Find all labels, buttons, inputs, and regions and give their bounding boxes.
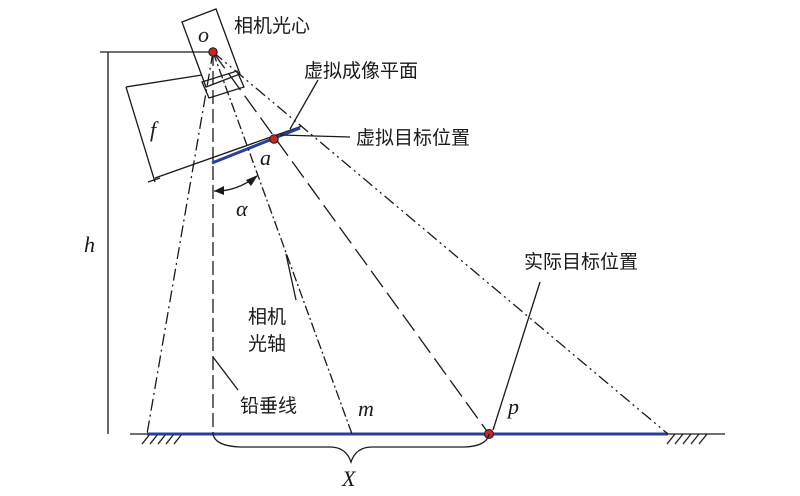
x-symbol: X xyxy=(341,466,357,491)
virtual-image-plane xyxy=(211,126,301,165)
camera-center-label: 相机光心 xyxy=(234,15,310,37)
height-symbol: h xyxy=(84,232,95,257)
o-symbol: o xyxy=(198,22,209,47)
optical-center-point xyxy=(208,47,218,57)
focal-dimension-line xyxy=(125,86,156,183)
a-symbol: a xyxy=(260,145,271,170)
leader-image-plane xyxy=(289,79,319,130)
plumb-line-label: 铅垂线 xyxy=(240,395,297,417)
alpha-arrow-right xyxy=(246,175,258,186)
x-brace xyxy=(212,433,490,465)
alpha-arrow-left xyxy=(214,186,224,195)
actual-target-label: 实际目标位置 xyxy=(524,251,638,273)
m-symbol: m xyxy=(358,396,374,421)
focal-ext-top xyxy=(125,74,203,88)
p-symbol: p xyxy=(506,394,519,419)
leader-actual-target xyxy=(492,281,541,431)
alpha-symbol: α xyxy=(236,196,248,221)
ground-hatch-left xyxy=(141,433,183,445)
camera-axis-label-1: 相机 xyxy=(248,306,286,328)
image-plane-extension xyxy=(154,125,303,179)
virtual-target-point xyxy=(269,134,279,144)
leader-camera-axis xyxy=(285,253,297,301)
camera-axis-label-2: 光轴 xyxy=(248,333,286,355)
leader-virtual-target xyxy=(279,134,351,138)
image-plane-label: 虚拟成像平面 xyxy=(304,60,418,82)
ground-hatch-right xyxy=(666,433,708,445)
camera-lens xyxy=(201,70,245,99)
focal-symbol: f xyxy=(150,117,159,142)
camera-optical-axis xyxy=(212,51,353,435)
leader-plumb-line xyxy=(212,356,239,391)
virtual-target-label: 虚拟目标位置 xyxy=(356,127,470,149)
fov-left-ray xyxy=(146,51,214,435)
fov-right-ray xyxy=(212,51,669,435)
target-ray xyxy=(212,51,490,435)
